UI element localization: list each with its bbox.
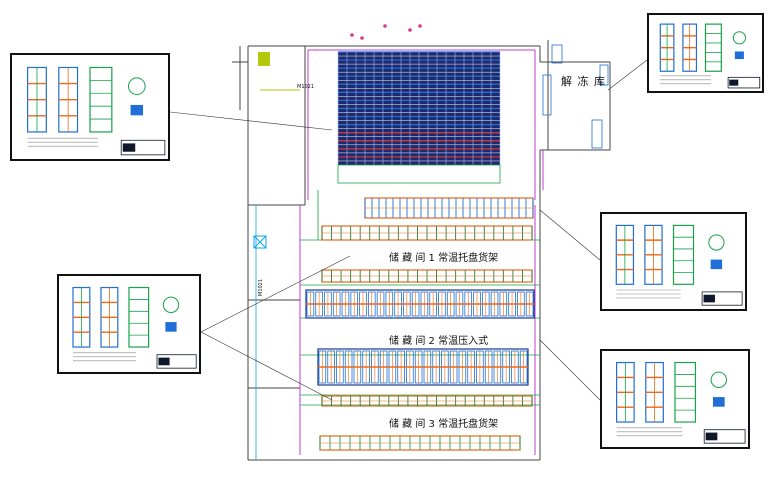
elevator-box [253,235,267,249]
thaw-shelf [591,119,603,149]
inset-top-left [10,53,170,161]
forklift-icon [165,322,177,332]
side-view [128,286,150,348]
title-block [703,429,746,444]
door-label: M1021 [258,278,264,296]
marker-dot [408,28,412,32]
title-block-logo [729,79,739,86]
forklift-icon [712,397,725,407]
room-label-thaw: 解 冻 库 [561,75,606,88]
turning-radius-icon [127,77,146,96]
room-label-storage-1: 储 藏 间 1 常温托盘货架 [389,253,499,264]
marker-dot [350,33,354,37]
marker-dot [383,24,387,28]
inset-bottom-right [600,349,750,449]
marker-dot [360,36,364,40]
door-label: M1021 [297,84,315,90]
rack-elevation-drawing [616,361,746,444]
side-view [672,224,695,285]
side-view [674,361,697,423]
forklift-icon [710,259,723,270]
aisle-frame [337,164,501,184]
leader-line [539,209,601,261]
title-block [120,139,166,156]
elevation-frame [616,361,635,423]
side-view [89,66,113,133]
title-block-logo [122,143,136,152]
forklift-icon [734,51,744,60]
leader-line [169,111,333,131]
room-label-storage-3: 储 藏 间 3 常温托盘货架 [389,419,499,430]
thaw-shelf [599,64,609,86]
leader-line [607,59,648,91]
elevation-frame [645,361,664,423]
inset-top-right [647,13,764,93]
title-block-logo [705,432,718,441]
thaw-shelf [542,74,552,116]
leader-line [200,255,351,333]
elevator-cross [253,235,267,249]
title-block-logo [703,294,715,303]
title-block [701,291,743,306]
inset-mid-right [600,212,747,311]
marker-dot [418,24,422,28]
thaw-shelf [551,44,563,64]
side-view [704,23,722,72]
title-block [156,354,197,369]
title-block [727,76,761,89]
turning-radius-icon [710,371,727,388]
rack-elevation-drawing [615,224,743,306]
rack-elevation-drawing [27,66,166,156]
rack-elevation-drawing [72,286,197,369]
turning-radius-icon [162,296,180,313]
turning-radius-icon [708,234,725,251]
leader-line [200,331,333,401]
title-block-logo [158,357,170,366]
forklift-icon [130,104,144,116]
inset-left [57,274,201,374]
room-label-storage-2: 储 藏 间 2 常温压入式 [389,336,489,347]
turning-radius-icon [732,31,746,45]
logo-block [258,52,270,66]
rack-rows [305,51,535,451]
rack-elevation-drawing [659,23,761,89]
